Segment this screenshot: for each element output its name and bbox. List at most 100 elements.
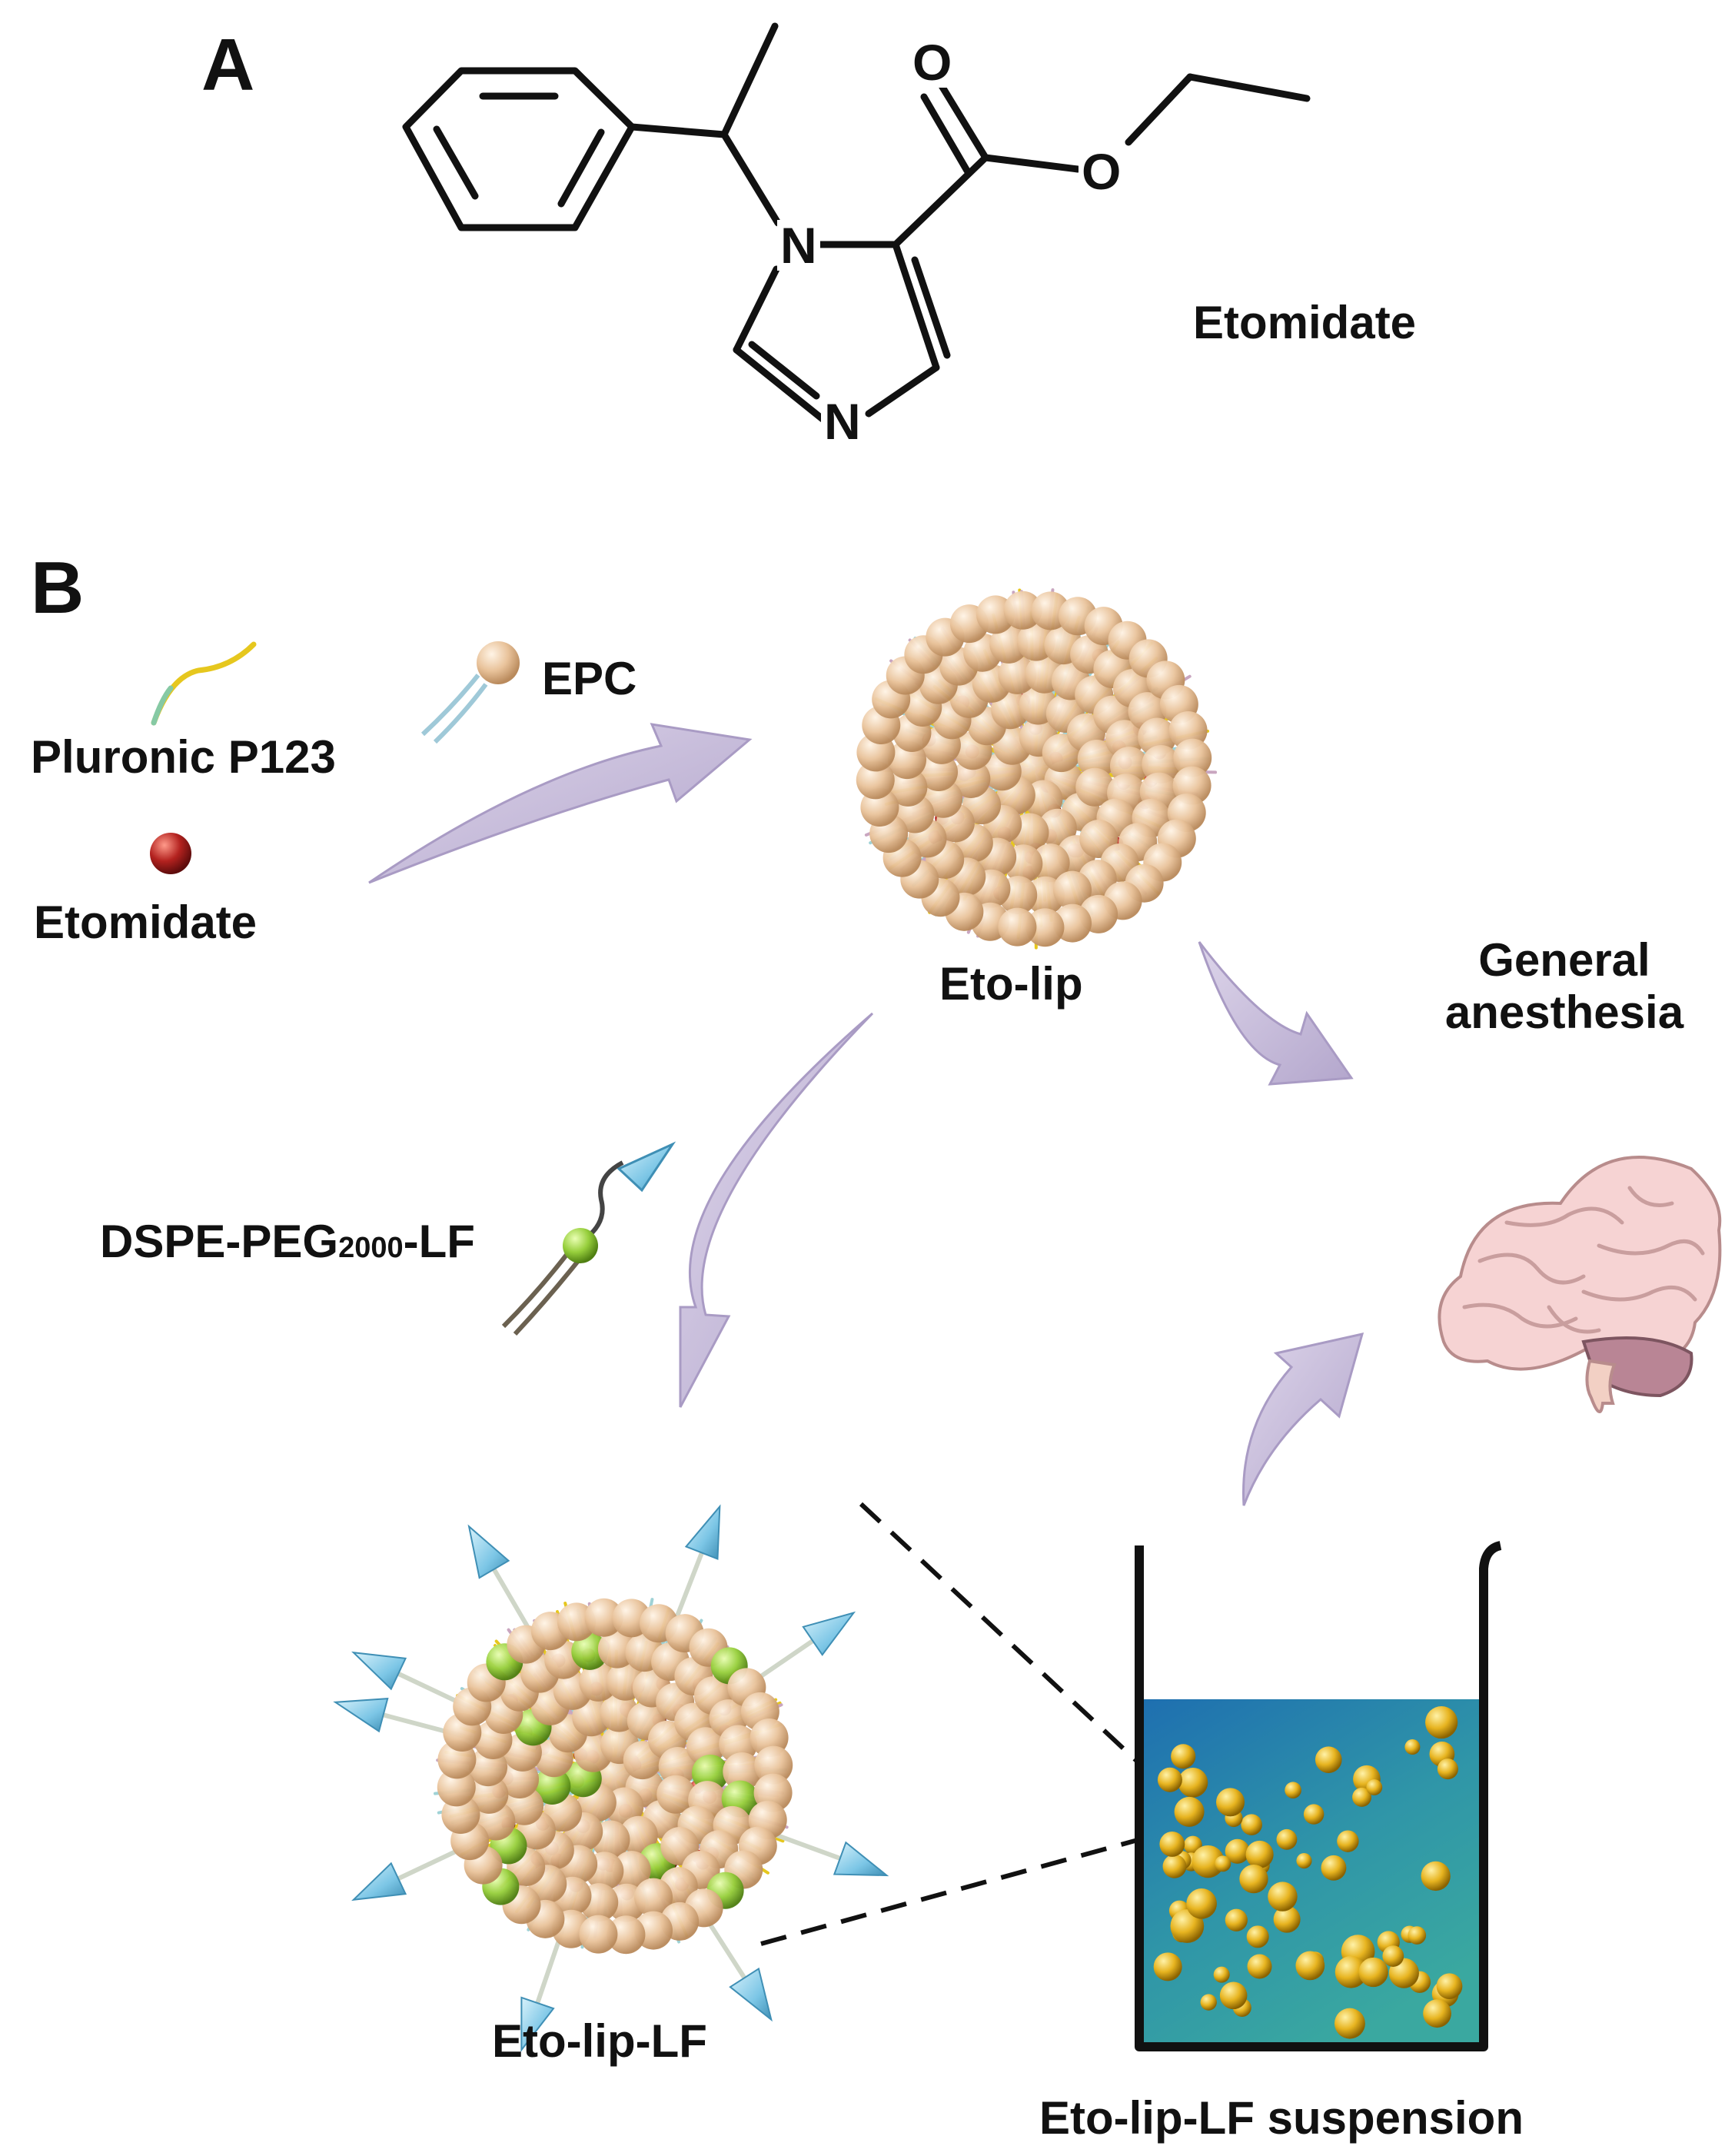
legend-epc-label: EPC [542, 653, 637, 704]
legend-dspe-label: DSPE-PEG2000-LF [100, 1215, 475, 1268]
suspension-particle [1366, 1779, 1383, 1795]
benzene-double-bond [433, 125, 479, 200]
suspension-particle [1241, 1814, 1262, 1835]
arrow-to-eto-lip [368, 723, 753, 884]
lipid-head [1031, 843, 1070, 883]
arrow-suspension-to-brain [1242, 1332, 1364, 1506]
eto-lip-lf-nanoparticle [333, 1504, 889, 2052]
suspension-particle [1225, 1908, 1248, 1931]
suspension-particle [1192, 1845, 1225, 1878]
legend-glyphs [150, 641, 676, 1336]
suspension-particle [1268, 1882, 1298, 1911]
legend-drug-label: Etomidate [34, 897, 258, 948]
suspension-particle [1408, 1926, 1427, 1945]
lactoferrin-ligand [333, 1697, 389, 1733]
suspension-particle [1423, 1999, 1451, 2028]
epc-lipid-icon [420, 641, 520, 744]
zoom-lines [760, 1502, 1169, 1946]
lactoferrin-ligand [729, 1967, 773, 2022]
benzene-ring [402, 67, 636, 231]
bond [628, 123, 728, 138]
outcome-line-1: General [1478, 934, 1650, 986]
suspension-particle [1421, 1861, 1451, 1891]
suspension-label: Eto-lip-LF suspension [1039, 2092, 1524, 2144]
lipid-head [889, 767, 928, 807]
suspension-particle [1358, 1957, 1388, 1988]
atom-o-ester: O [1079, 146, 1125, 197]
dspe-prefix: DSPE-PEG [100, 1216, 339, 1267]
carbonyl-bond [937, 81, 989, 161]
suspension-particle [1352, 1787, 1372, 1807]
brainstem-icon [1585, 1359, 1617, 1413]
suspension-particle [1321, 1855, 1347, 1881]
suspension-particle [1315, 1746, 1342, 1773]
suspension-particle [1303, 1804, 1324, 1825]
suspension-particle [1159, 1832, 1185, 1857]
suspension-particle [1334, 1955, 1368, 1988]
bond [733, 265, 780, 354]
suspension-particle [1437, 1758, 1458, 1780]
brain-icon [1438, 1156, 1722, 1413]
suspension-beaker [1135, 1541, 1502, 2051]
double-bond [748, 341, 820, 400]
bond [733, 346, 826, 423]
suspension-particle [1295, 1951, 1325, 1981]
dspe-peg-lf-icon [501, 1141, 676, 1336]
suspension-particle [1337, 1830, 1359, 1852]
lipid-head [470, 1775, 509, 1814]
suspension-particle [1239, 1865, 1268, 1894]
eto-lip-label: Eto-lip [939, 958, 1083, 1010]
suspension-particle [1247, 1954, 1272, 1979]
lipid-head [584, 1598, 623, 1637]
suspension-particle [1245, 1840, 1274, 1868]
legend-p123-label: Pluronic P123 [31, 731, 336, 783]
bond [865, 364, 940, 418]
bond [1186, 73, 1311, 102]
lipid-head [998, 907, 1037, 947]
atom-n1: N [777, 220, 820, 271]
arrow-to-anesthesia [1198, 941, 1354, 1086]
bond [720, 22, 779, 138]
lipid-head [658, 1747, 697, 1786]
suspension-particles [1153, 1705, 1463, 2039]
lipid-head [952, 759, 991, 798]
lactoferrin-ligand [467, 1524, 510, 1579]
panel-label-b: B [31, 547, 85, 629]
lipid-head [656, 1775, 696, 1814]
lipid-head [607, 1915, 646, 1955]
suspension-particle [1186, 1888, 1217, 1919]
outcome-label: General anesthesia [1426, 934, 1703, 1039]
dspe-suffix: -LF [403, 1216, 475, 1267]
suspension-particle [1170, 1909, 1205, 1943]
bond [892, 154, 989, 248]
bond [720, 131, 782, 227]
carbonyl-bond [920, 93, 971, 175]
lipid-head [1053, 870, 1092, 910]
lactoferrin-ligand [684, 1504, 721, 1560]
dspe-subscript: 2000 [338, 1232, 404, 1264]
suspension-particle [1162, 1854, 1187, 1878]
suspension-particle [1296, 1852, 1312, 1869]
eto-lip-nanoparticle [856, 588, 1218, 950]
suspension-particle [1171, 1744, 1196, 1769]
process-arrows [368, 723, 1364, 1506]
lipid-head [579, 1915, 618, 1954]
suspension-particle [1178, 1767, 1208, 1798]
peg-lipid-head [533, 1767, 571, 1805]
molecule-name-label: Etomidate [1193, 297, 1417, 348]
lactoferrin-ligand [351, 1651, 407, 1691]
suspension-particle [1285, 1782, 1301, 1799]
bond [982, 154, 1082, 173]
suspension-particle [1215, 1788, 1245, 1817]
lactoferrin-ligand [351, 1862, 407, 1901]
peg-lipid-head [571, 1632, 609, 1670]
lipid-head [612, 1851, 651, 1890]
lipid-head [579, 1662, 618, 1702]
lipid-head [634, 1878, 673, 1917]
drug-sphere-icon [150, 833, 191, 874]
double-bond [911, 256, 951, 359]
suspension-particle [1404, 1739, 1421, 1755]
lipid-head [754, 1745, 793, 1785]
lactoferrin-ligand [833, 1841, 889, 1877]
